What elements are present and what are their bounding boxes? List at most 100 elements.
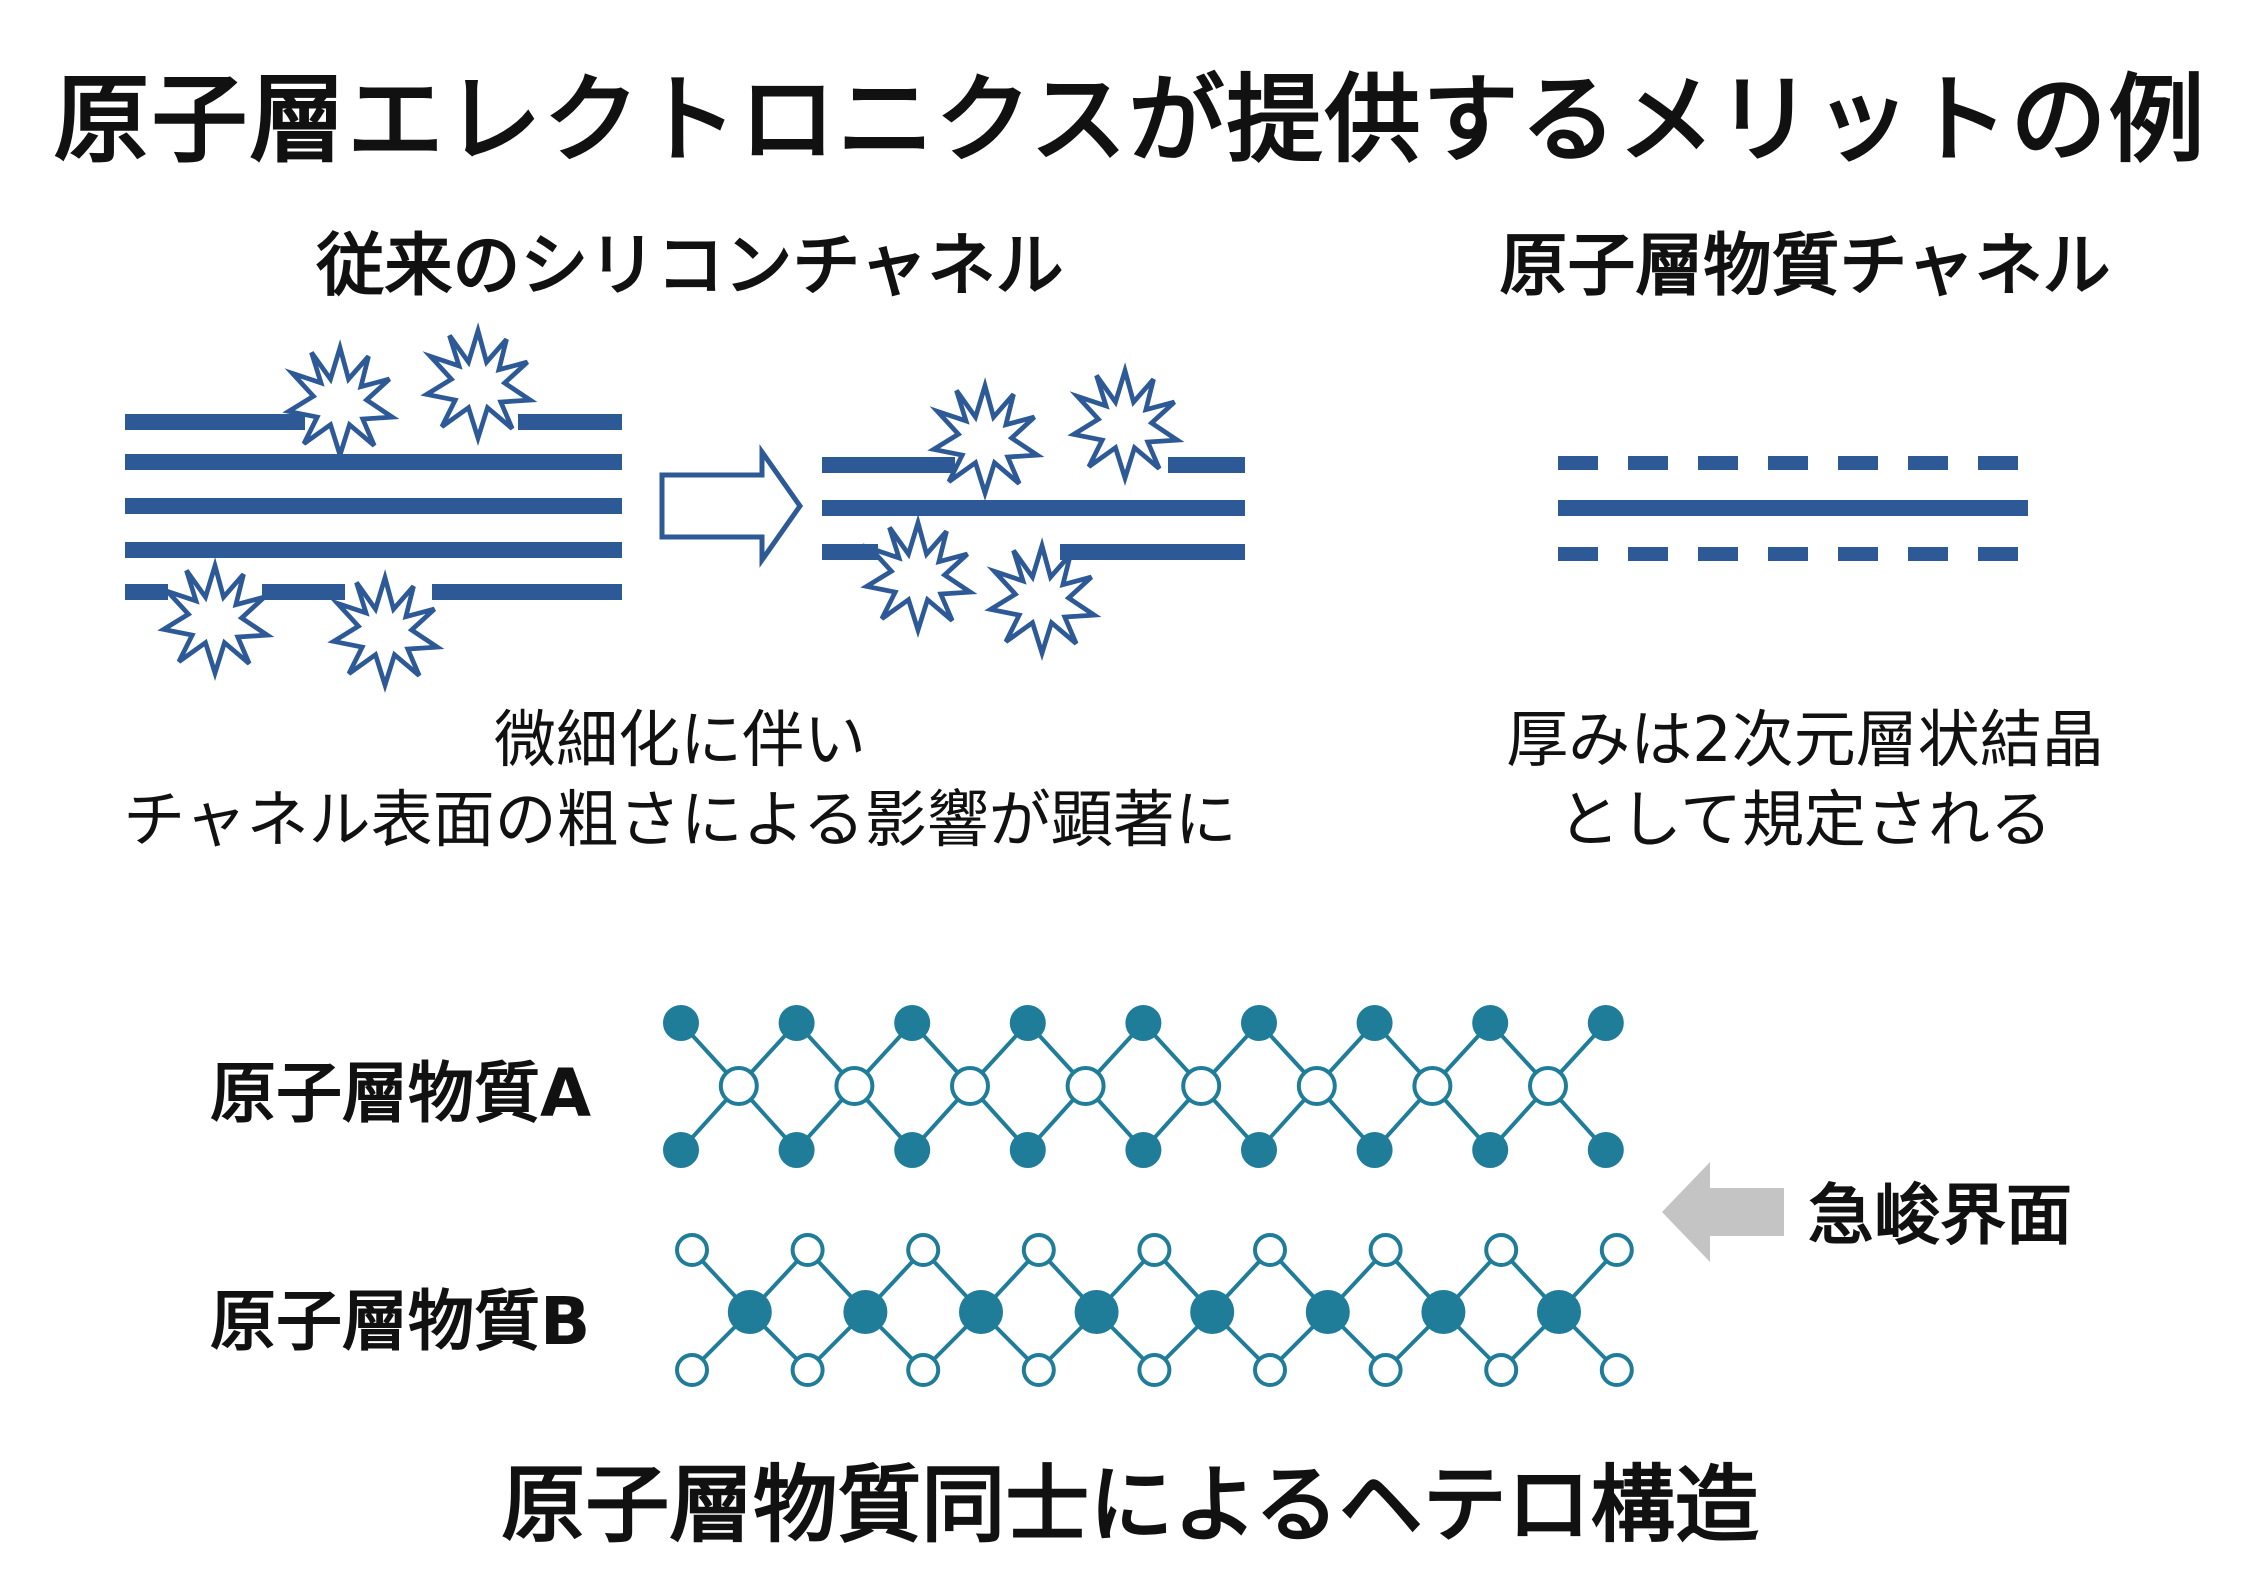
silicon-channel-heading: 従来のシリコンチャネル xyxy=(316,227,1064,306)
channel-layer xyxy=(125,454,622,470)
burst-icon xyxy=(164,566,268,673)
lattice-atom xyxy=(1528,1066,1568,1106)
lattice-atom xyxy=(1137,1233,1172,1267)
lattice-material-a xyxy=(663,1005,1624,1168)
lattice-atom xyxy=(1599,1353,1634,1387)
atomic-layer-segment xyxy=(1908,456,1948,470)
burst-icon xyxy=(867,523,971,630)
burst-icon xyxy=(934,386,1038,493)
lattice-atom xyxy=(663,1005,699,1041)
lattice-atom xyxy=(727,1290,772,1334)
lattice-atom xyxy=(950,1066,990,1106)
lattice-atom xyxy=(663,1132,699,1168)
lattice-atom xyxy=(1412,1066,1453,1106)
lattice-atom xyxy=(1241,1132,1277,1168)
lattice-atom xyxy=(790,1233,825,1267)
lattice-atom xyxy=(1125,1005,1162,1041)
lattice-atom xyxy=(1599,1233,1634,1267)
lattice-atom xyxy=(675,1233,709,1267)
lattice-atom xyxy=(1125,1132,1162,1168)
channel-layer xyxy=(822,544,878,560)
lattice-atom xyxy=(894,1132,931,1168)
lattice-atom xyxy=(1356,1132,1393,1168)
silicon-caption-line2: チャネル表面の粗さによる影響が顕著に xyxy=(123,783,1237,856)
lattice-atom xyxy=(1021,1353,1056,1387)
lattice-atom xyxy=(1296,1066,1337,1106)
atomic-caption-line1: 厚みは2次元層状結晶 xyxy=(1506,703,2104,776)
lattice-atom xyxy=(1587,1132,1624,1168)
atomic-layer-segment xyxy=(1838,547,1878,561)
lattice-atom xyxy=(778,1005,815,1041)
lattice-atom xyxy=(894,1005,931,1041)
material-a-label: 原子層物質A xyxy=(210,1055,592,1132)
atomic-caption-line2: として規定される xyxy=(1557,783,2053,856)
lattice-atom xyxy=(1074,1290,1119,1334)
silicon-caption-line1: 微細化に伴い xyxy=(493,703,866,776)
lattice-atom xyxy=(718,1066,759,1106)
channel-layer xyxy=(822,500,1245,516)
atomic-layer-segment xyxy=(1628,547,1668,561)
lattice-atom xyxy=(1137,1353,1172,1387)
atomic-layer-segment xyxy=(1698,456,1738,470)
lattice-atom xyxy=(1472,1132,1509,1168)
lattice-atom xyxy=(843,1290,888,1334)
burst-icon xyxy=(1074,371,1178,478)
channel-layer xyxy=(125,584,168,600)
atomic-layer-segment xyxy=(1978,456,2018,470)
channel-layer xyxy=(1168,457,1245,473)
lattice-atom xyxy=(834,1066,875,1106)
lattice-atom xyxy=(1484,1233,1519,1267)
lattice-atom xyxy=(1009,1132,1046,1168)
lattice-atom xyxy=(1587,1005,1624,1041)
atomic-layer-segment xyxy=(1558,456,1598,470)
silicon-channel-after xyxy=(822,371,1245,653)
lattice-atom xyxy=(1253,1233,1287,1267)
lattice-atom xyxy=(1305,1290,1350,1334)
lattice-atom xyxy=(1421,1290,1466,1334)
heterostructure-caption: 原子層物質同士によるヘテロ構造 xyxy=(501,1456,1759,1554)
atomic-layer-segment xyxy=(1978,547,2018,561)
silicon-channel-before xyxy=(125,331,622,685)
lattice-atom xyxy=(1537,1290,1581,1334)
lattice-material-b xyxy=(675,1233,1634,1387)
lattice-atom xyxy=(1472,1005,1509,1041)
atomic-layer-continuous xyxy=(1558,500,2028,516)
channel-layer xyxy=(1060,544,1245,560)
lattice-atom xyxy=(1009,1005,1046,1041)
atomic-layer-segment xyxy=(1838,456,1878,470)
channel-layer xyxy=(125,498,622,514)
lattice-atom xyxy=(778,1132,815,1168)
atomic-layer-segment xyxy=(1768,456,1808,470)
atomic-layer-segment xyxy=(1558,547,1598,561)
burst-icon xyxy=(334,578,438,685)
lattice-atom xyxy=(1181,1066,1222,1106)
atomic-layer-segment xyxy=(1628,456,1668,470)
right-arrow-icon xyxy=(659,444,804,568)
left-arrow-icon xyxy=(1662,1162,1784,1262)
lattice-atom xyxy=(1484,1353,1519,1387)
silicon-channel-caption: 微細化に伴い チャネル表面の粗さによる影響が顕著に xyxy=(80,700,1280,860)
atomic-layer-segment xyxy=(1768,547,1808,561)
channel-layer xyxy=(822,457,955,473)
material-b-label: 原子層物質B xyxy=(210,1283,591,1360)
lattice-atom xyxy=(1356,1005,1393,1041)
burst-icon xyxy=(289,348,393,455)
lattice-atom xyxy=(1241,1005,1277,1041)
channel-layer xyxy=(432,584,622,600)
atomic-layer-segment xyxy=(1698,547,1738,561)
lattice-atom xyxy=(1368,1353,1403,1387)
lattice-atom xyxy=(790,1353,825,1387)
lattice-atom xyxy=(1065,1066,1106,1106)
lattice-atom xyxy=(1253,1353,1287,1387)
atomic-layer-segment xyxy=(1908,547,1948,561)
burst-icon xyxy=(991,546,1095,653)
page-title: 原子層エレクトロニクスが提供するメリットの例 xyxy=(53,64,2207,176)
channel-layer xyxy=(125,414,305,430)
channel-layer xyxy=(518,414,622,430)
lattice-atom xyxy=(906,1353,941,1387)
atomic-layer-channel-heading: 原子層物質チャネル xyxy=(1499,227,2111,306)
atomic-layer-channel xyxy=(1558,456,2028,561)
lattice-atom xyxy=(1021,1233,1056,1267)
interface-label: 急峻界面 xyxy=(1808,1177,2072,1254)
